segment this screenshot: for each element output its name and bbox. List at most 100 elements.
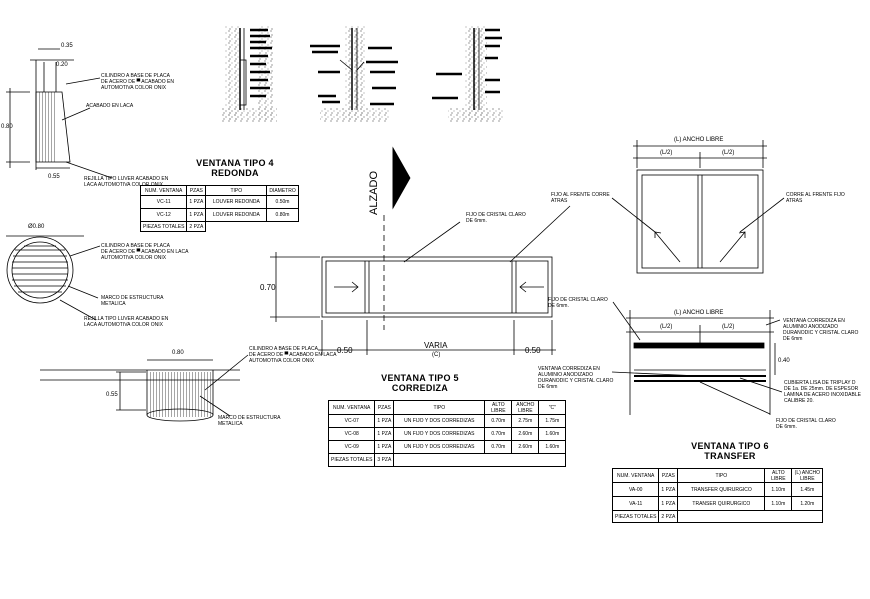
header-cell: TIPO bbox=[393, 400, 486, 415]
wall-section-detail-3 bbox=[432, 26, 503, 122]
title-tipo4-line2: REDONDA bbox=[211, 168, 259, 178]
table-cell: 0.70m bbox=[484, 427, 513, 441]
dim-diameter: Ø0.80 bbox=[28, 224, 45, 230]
table-cell bbox=[677, 510, 824, 523]
table-cell: 0.70m bbox=[484, 440, 513, 454]
dim-070: 0.70 bbox=[260, 283, 276, 292]
label-acabado-laca: ACABADO EN LACA bbox=[86, 103, 134, 109]
label-marco-2: MARCO DE ESTRUCTURA METALICA bbox=[218, 415, 281, 427]
label-fijo-frente: FIJO AL FRENTE CORRE ATRAS bbox=[551, 192, 610, 204]
louver-section-detail bbox=[6, 48, 113, 179]
dim-055: 0.55 bbox=[48, 174, 60, 180]
table-row: VA-00 1 PZA TRANSFER QUIRURGICO 1.10m 1.… bbox=[611, 482, 824, 497]
dim-l2-d: (L/2) bbox=[722, 324, 735, 330]
table-cell: VC-12 bbox=[139, 208, 188, 222]
dim-l2-a: (L/2) bbox=[660, 150, 673, 156]
table-row: VA-11 1 PZA TRANSER QUIRURGICO 1.10m 1.2… bbox=[611, 496, 824, 511]
table-cell: 3 PZA bbox=[374, 453, 395, 467]
header-cell: ALTO LIBRE bbox=[484, 400, 513, 415]
header-cell: NUM. VENTANA bbox=[139, 185, 188, 196]
label-alzado: ALZADO bbox=[368, 170, 380, 215]
alzado-marker bbox=[383, 146, 411, 330]
title-tipo5-line2: CORREDIZA bbox=[391, 383, 449, 393]
header-cell: NUM. VENTANA bbox=[327, 400, 376, 415]
table-row: VC-09 1 PZA UN FIJO Y DOS CORREDIZAS 0.7… bbox=[327, 440, 567, 454]
title-tipo6-line2: TRANSFER bbox=[704, 451, 756, 461]
dim-050-right: 0.50 bbox=[525, 346, 541, 355]
schedule-table-tipo4: NUM. VENTANA PZAS TIPO DIAMETRO VC-11 1 … bbox=[139, 185, 299, 232]
dim-055b: 0.55 bbox=[106, 392, 118, 398]
table-cell: PIEZAS TOTALES bbox=[139, 221, 188, 232]
dim-050-left: 0.50 bbox=[337, 346, 353, 355]
label-fijo-cristal: FIJO DE CRISTAL CLARO DE 6mm. bbox=[466, 212, 526, 224]
dim-varia: VARIA bbox=[424, 341, 448, 350]
dim-035: 0.35 bbox=[61, 43, 73, 49]
table-total-row: PIEZAS TOTALES 2 PZA bbox=[611, 510, 824, 523]
table-cell: 1.10m bbox=[764, 482, 793, 497]
header-cell: PZAS bbox=[186, 185, 207, 196]
table-cell bbox=[393, 453, 567, 467]
table-cell: 2.60m bbox=[511, 427, 540, 441]
cylinder-section-detail bbox=[40, 354, 249, 422]
label-cilindro-2: CILINDRO A BASE DE PLACA DE ACERO DE ▀ A… bbox=[101, 243, 189, 261]
header-cell: ALTO LIBRE bbox=[764, 468, 793, 483]
table-row: VC-08 1 PZA UN FIJO Y DOS CORREDIZAS 0.7… bbox=[327, 427, 567, 441]
table-row: VC-11 1 PZA LOUVER REDONDA 0.50m bbox=[139, 195, 299, 209]
table-cell: PIEZAS TOTALES bbox=[611, 510, 660, 523]
table-cell: VC-11 bbox=[139, 195, 188, 209]
table-cell: 1 PZA bbox=[374, 414, 395, 428]
table-cell: UN FIJO Y DOS CORREDIZAS bbox=[393, 427, 486, 441]
table-cell: 1.10m bbox=[764, 496, 793, 511]
header-cell: PZAS bbox=[374, 400, 395, 415]
table-cell: UN FIJO Y DOS CORREDIZAS bbox=[393, 414, 486, 428]
table-total-row: PIEZAS TOTALES 3 PZA bbox=[327, 453, 567, 467]
table-cell: 2 PZA bbox=[658, 510, 679, 523]
label-rejilla-2: REJILLA TIPO LUVER ACABADO EN LACA AUTOM… bbox=[84, 316, 169, 328]
title-tipo6-line1: VENTANA TIPO 6 bbox=[691, 441, 769, 451]
table-cell: 2 PZA bbox=[186, 221, 207, 232]
title-tipo5-line1: VENTANA TIPO 5 bbox=[381, 373, 459, 383]
table-cell: 0.50m bbox=[266, 195, 299, 209]
table-cell: 1 PZA bbox=[186, 195, 207, 209]
label-ventana-corrediza-2: VENTANA CORREDIZA EN ALUMINIO ANODIZADO … bbox=[538, 366, 614, 390]
table-cell: 1.75m bbox=[538, 414, 567, 428]
table-cell: 1 PZA bbox=[374, 427, 395, 441]
header-cell: "C" bbox=[538, 400, 567, 415]
table-cell: VC-09 bbox=[327, 440, 376, 454]
table-cell: 1.60m bbox=[538, 440, 567, 454]
table-cell: 1 PZA bbox=[658, 482, 679, 497]
dim-ancho-libre-mid: (L) ANCHO LIBRE bbox=[674, 310, 724, 316]
table-cell: TRANSER QUIRURGICO bbox=[677, 496, 766, 511]
title-tipo5: VENTANA TIPO 5 CORREDIZA bbox=[365, 373, 475, 393]
table-cell: VA-11 bbox=[611, 496, 660, 511]
schedule-table-tipo6: NUM. VENTANA PZAS TIPO ALTO LIBRE (L) AN… bbox=[611, 468, 824, 523]
dim-l2-b: (L/2) bbox=[722, 150, 735, 156]
label-fijo-cristal-2: FIJO DE CRISTAL CLARO DE 6mm. bbox=[548, 297, 608, 309]
table-cell: TRANSFER QUIRURGICO bbox=[677, 482, 766, 497]
title-tipo4: VENTANA TIPO 4 REDONDA bbox=[180, 158, 290, 178]
table-header-row: NUM. VENTANA PZAS TIPO DIAMETRO bbox=[139, 185, 299, 196]
schedule-table-tipo5: NUM. VENTANA PZAS TIPO ALTO LIBRE ANCHO … bbox=[327, 400, 567, 467]
dim-080: 0.80 bbox=[1, 124, 13, 130]
table-cell: 0.70m bbox=[484, 414, 513, 428]
table-cell: 1.45m bbox=[791, 482, 824, 497]
label-ventana-corrediza-1: VENTANA CORREDIZA EN ALUMINIO ANODIZADO … bbox=[783, 318, 859, 342]
transfer-window-elevation bbox=[611, 140, 785, 274]
dim-l2-c: (L/2) bbox=[660, 324, 673, 330]
table-cell bbox=[267, 222, 298, 232]
label-cubierta: CUBIERTA LISA DE TRIPLAY D DE 1a. DE 25m… bbox=[784, 380, 861, 404]
table-cell: LOUVER REDONDA bbox=[205, 195, 268, 209]
table-cell: LOUVER REDONDA bbox=[205, 208, 268, 222]
header-cell: DIAMETRO bbox=[266, 185, 299, 196]
table-row: VC-07 1 PZA UN FIJO Y DOS CORREDIZAS 0.7… bbox=[327, 414, 567, 428]
header-cell: ANCHO LIBRE bbox=[511, 400, 540, 415]
label-marco-1: MARCO DE ESTRUCTURA METALICA bbox=[101, 295, 164, 307]
table-cell: 2.60m bbox=[511, 440, 540, 454]
title-tipo4-line1: VENTANA TIPO 4 bbox=[196, 158, 274, 168]
table-cell: VC-07 bbox=[327, 414, 376, 428]
table-header-row: NUM. VENTANA PZAS TIPO ALTO LIBRE (L) AN… bbox=[611, 468, 824, 483]
round-louver-elevation bbox=[6, 235, 101, 321]
transfer-section-detail bbox=[611, 301, 783, 415]
dim-ancho-libre-top: (L) ANCHO LIBRE bbox=[674, 137, 724, 143]
